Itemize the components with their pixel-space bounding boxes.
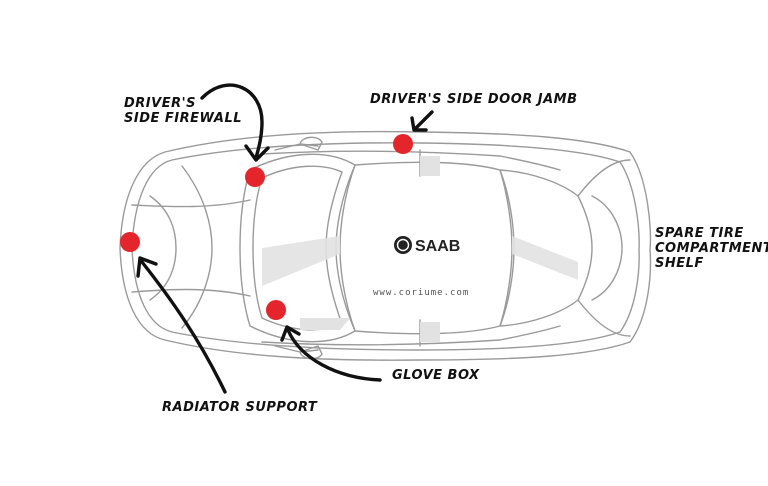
radiator-arrow xyxy=(140,260,227,394)
car-body-outline xyxy=(119,130,652,361)
marker-glove-box xyxy=(266,300,286,320)
marker-door-jamb xyxy=(393,134,413,154)
marker-firewall xyxy=(245,167,265,187)
door-jamb-label: DRIVER'S SIDE DOOR JAMB xyxy=(370,92,578,107)
saab-logo: SAAB xyxy=(394,236,460,255)
firewall-label: DRIVER'S SIDE FIREWALL xyxy=(124,96,242,126)
glove-arrow xyxy=(286,328,382,382)
doorjamb-arrowhead xyxy=(410,116,428,132)
radiator-label: RADIATOR SUPPORT xyxy=(162,400,318,415)
spare-tire-label: SPARE TIRE COMPARTMENT SHELF xyxy=(655,226,768,271)
website-text: www.coriume.com xyxy=(373,288,469,298)
doorjamb-arrow xyxy=(414,110,434,130)
spare-tire-label-line3: SHELF xyxy=(655,256,704,271)
glove-box-label: GLOVE BOX xyxy=(392,368,480,383)
firewall-arrowhead xyxy=(244,144,270,162)
spare-tire-label-line2: COMPARTMENT xyxy=(655,241,768,256)
glove-arrowhead xyxy=(280,325,301,342)
brand-text: SAAB xyxy=(415,238,460,255)
markers xyxy=(120,134,413,320)
spare-tire-label-line1: SPARE TIRE xyxy=(655,226,744,241)
firewall-label-line2: SIDE FIREWALL xyxy=(124,111,243,126)
marker-radiator xyxy=(120,232,140,252)
firewall-label-line1: DRIVER'S xyxy=(124,96,196,111)
left-mirror xyxy=(299,136,323,151)
firewall-arrow xyxy=(200,83,264,160)
radiator-arrowhead xyxy=(136,256,158,278)
